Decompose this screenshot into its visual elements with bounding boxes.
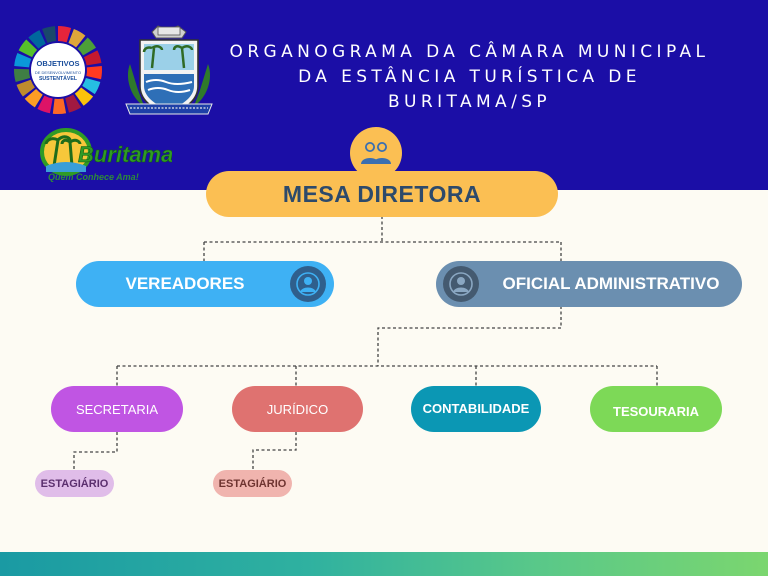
- person-icon: [296, 272, 320, 296]
- oficial-administrativo-label: OFICIAL ADMINISTRATIVO: [502, 274, 720, 293]
- contabilidade-label: CONTABILIDADE: [422, 400, 530, 416]
- page-title: ORGANOGRAMA DA CÂMARA MUNICIPAL DA ESTÂN…: [222, 40, 717, 115]
- ods-wheel-segment: [52, 98, 67, 114]
- ods-line2: DE DESENVOLVIMENTO: [35, 70, 81, 75]
- juridico-box: JURÍDICO: [232, 386, 363, 432]
- estagiario-juridico-box: ESTAGIÁRIO: [213, 470, 292, 497]
- ods-wheel-segment: [83, 50, 102, 66]
- tesouraria-box: TESOURARIA: [590, 386, 722, 432]
- ods-wheel-segment: [65, 94, 82, 113]
- ods-wheel-segment: [58, 26, 72, 43]
- title-line-3: BURITAMA/SP: [387, 92, 552, 112]
- ods-line3: SUSTENTÁVEL: [39, 75, 78, 82]
- mesa-diretora-label: MESA DIRETORA: [282, 180, 482, 207]
- title-line-2: DA ESTÂNCIA TURÍSTICA DE: [298, 67, 641, 87]
- oficial-administrativo-box: OFICIAL ADMINISTRATIVO: [436, 261, 742, 307]
- secretaria-label: SECRETARIA: [75, 401, 159, 417]
- ods-wheel-segment: [42, 26, 57, 43]
- ods-wheel-segment: [68, 28, 86, 48]
- vereadores-person-badge: [290, 266, 326, 302]
- ods-wheel-segment: [86, 65, 102, 80]
- ods-logo: OBJETIVOS DE DESENVOLVIMENTO SUSTENTÁVEL: [13, 26, 102, 114]
- users-icon: [361, 142, 391, 164]
- oficial-person-badge: [443, 266, 479, 302]
- title-line-1: ORGANOGRAMA DA CÂMARA MUNICIPAL: [229, 42, 710, 62]
- bottom-gradient-bar: [0, 552, 768, 576]
- coat-of-arms-logo: [125, 25, 213, 115]
- ods-wheel-segment: [37, 95, 53, 114]
- tesouraria-label: TESOURARIA: [613, 403, 699, 419]
- ods-wheel-segment: [18, 39, 38, 58]
- estagiario-secretaria-box: ESTAGIÁRIO: [35, 470, 114, 497]
- buritama-wordmark: Buritama: [78, 142, 172, 167]
- contabilidade-box: CONTABILIDADE: [411, 386, 541, 432]
- ods-wheel-segment: [82, 77, 101, 95]
- secretaria-box: SECRETARIA: [51, 386, 183, 432]
- mesa-diretora-box: MESA DIRETORA: [206, 171, 558, 217]
- ods-wheel-segment: [74, 87, 94, 106]
- ods-wheel-segment: [77, 37, 96, 56]
- buritama-slogan: Quem Conhece Ama!: [48, 172, 139, 182]
- juridico-label: JURÍDICO: [266, 401, 329, 417]
- ods-wheel-segment: [13, 68, 31, 83]
- ods-wheel-segment: [28, 30, 46, 49]
- person-icon: [449, 272, 473, 296]
- buritama-logo: Buritama Quem Conhece Ama!: [40, 128, 172, 182]
- estagiario-juridico-label: ESTAGIÁRIO: [218, 477, 287, 490]
- estagiario-secretaria-label: ESTAGIÁRIO: [40, 477, 109, 490]
- ods-wheel-segment: [14, 53, 32, 68]
- vereadores-label: VEREADORES: [125, 274, 245, 293]
- ods-wheel-segment: [24, 88, 43, 108]
- ods-wheel-segment: [16, 79, 35, 97]
- group-badge: [350, 127, 402, 179]
- ods-line1: OBJETIVOS: [37, 59, 80, 68]
